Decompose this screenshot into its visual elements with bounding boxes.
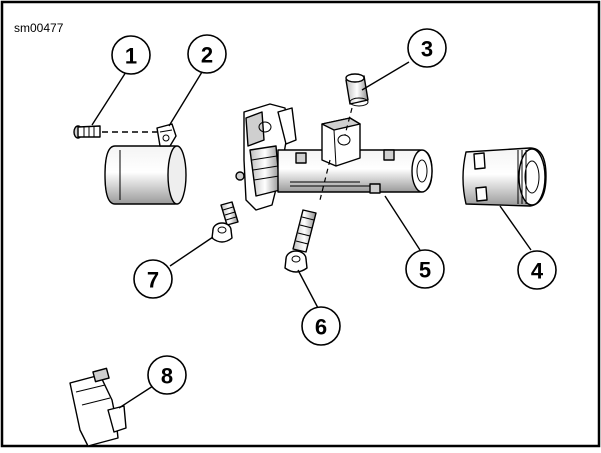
svg-text:2: 2 xyxy=(201,43,213,68)
part-3-insert xyxy=(345,73,369,107)
leader-1 xyxy=(91,71,127,126)
svg-text:3: 3 xyxy=(421,37,433,62)
callout-4: 4 xyxy=(517,250,557,290)
callout-8: 8 xyxy=(147,355,187,395)
svg-text:8: 8 xyxy=(161,364,173,389)
leader-3 xyxy=(361,61,410,91)
part-4-cap xyxy=(462,147,547,207)
part-8-cable-harness xyxy=(37,179,127,447)
part-5-shaft xyxy=(277,107,433,201)
svg-text:6: 6 xyxy=(315,315,327,340)
part-1-screw xyxy=(73,125,157,139)
leader-5 xyxy=(384,195,421,251)
leader-2 xyxy=(168,71,203,127)
callout-7: 7 xyxy=(133,259,173,299)
leader-4 xyxy=(499,205,532,251)
callout-3: 3 xyxy=(407,28,447,68)
svg-text:7: 7 xyxy=(147,268,159,293)
callout-1: 1 xyxy=(111,35,151,75)
sensor-body xyxy=(104,145,187,205)
figure-code: sm00477 xyxy=(14,21,64,35)
svg-text:5: 5 xyxy=(419,258,431,283)
part-2-clip xyxy=(156,123,177,147)
part-6-bolt xyxy=(284,209,317,273)
leader-lines xyxy=(91,61,532,409)
bracket-assembly xyxy=(235,103,297,211)
svg-text:1: 1 xyxy=(125,44,137,69)
callout-2: 2 xyxy=(187,34,227,74)
callout-6: 6 xyxy=(301,306,341,346)
leader-8 xyxy=(118,385,154,409)
leader-6 xyxy=(297,269,319,309)
svg-text:4: 4 xyxy=(531,259,544,284)
part-7-bolt xyxy=(211,201,239,243)
callout-5: 5 xyxy=(405,249,445,289)
leader-7 xyxy=(169,236,214,267)
